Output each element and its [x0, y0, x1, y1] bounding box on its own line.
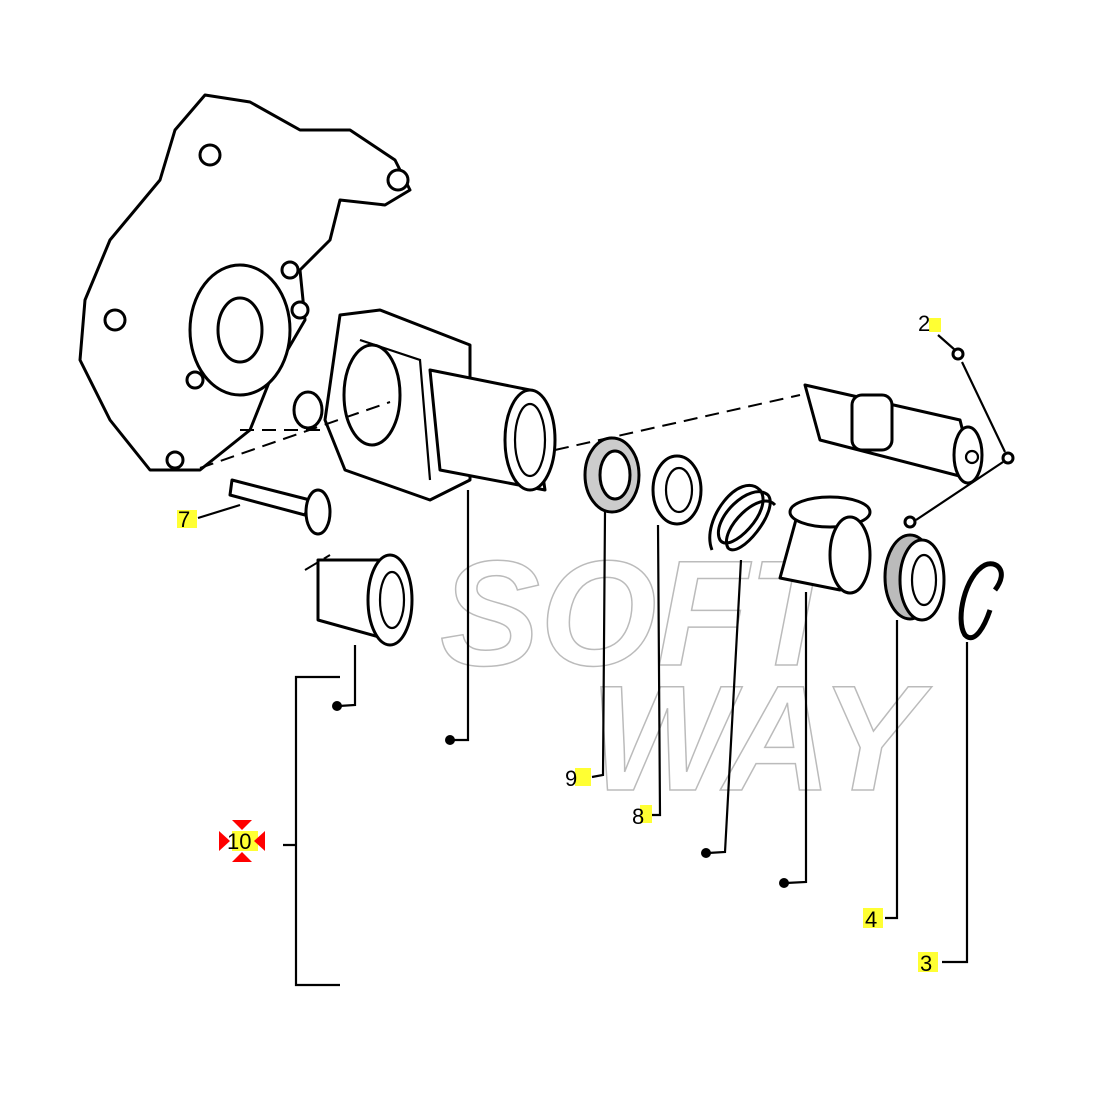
watermark-soft: SOFT	[440, 529, 851, 697]
callout-8[interactable]: 8	[632, 804, 652, 829]
callout-label: 7	[178, 507, 190, 532]
callout-label: 2	[918, 311, 930, 336]
ball-part	[951, 347, 965, 361]
assembly-line	[199, 401, 391, 571]
callout-10-selected[interactable]: 10	[219, 820, 265, 862]
callout-7[interactable]: 7	[177, 507, 197, 532]
circlip-part	[958, 561, 1004, 640]
callout-label: 3	[920, 951, 932, 976]
flanged-bushing-part	[316, 553, 414, 647]
sleeve-bushing-part	[778, 495, 872, 595]
leader-lines	[197, 334, 1006, 987]
washer-part	[651, 454, 703, 526]
callout-label: 4	[865, 907, 877, 932]
watermark: SOFT WAY	[439, 528, 933, 823]
ball-part	[1001, 451, 1015, 465]
selection-marker-icon	[219, 820, 265, 862]
gearbox-cover-part	[78, 93, 412, 472]
oil-seal-part	[583, 436, 641, 514]
callout-label: 10	[227, 829, 251, 854]
shift-housing-part	[292, 308, 557, 502]
spring-part	[708, 483, 777, 552]
callout-9[interactable]: 9	[565, 766, 591, 791]
callout-3[interactable]: 3	[918, 951, 938, 976]
shift-shaft-part	[803, 383, 984, 485]
thrust-ring-part	[883, 533, 946, 622]
watermark-way: WAY	[590, 654, 932, 822]
assembly-line	[554, 394, 801, 451]
callout-label: 8	[632, 804, 644, 829]
callout-4[interactable]: 4	[863, 907, 883, 932]
ball-part	[903, 515, 917, 529]
callout-label: 9	[565, 766, 577, 791]
screw-part	[228, 478, 332, 536]
callout-2[interactable]: 2	[918, 311, 941, 336]
